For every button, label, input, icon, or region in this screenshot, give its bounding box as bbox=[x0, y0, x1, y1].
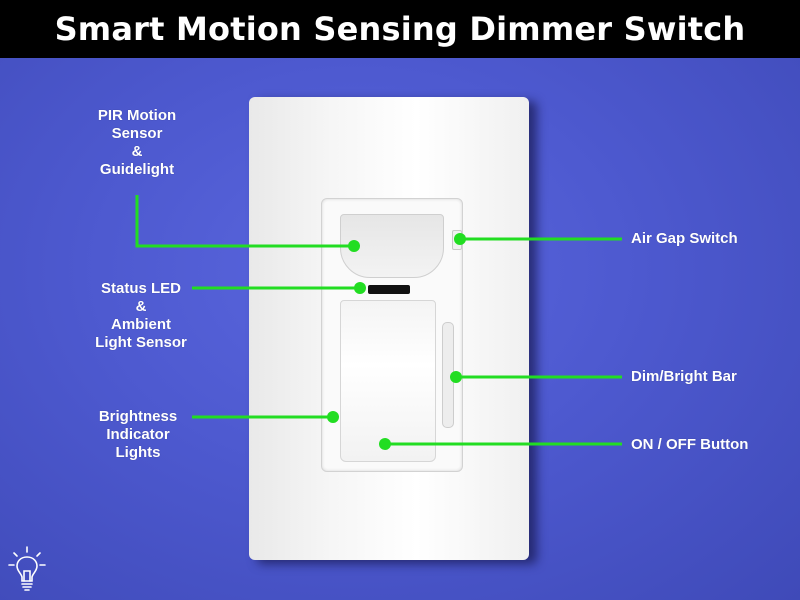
dot-status-led bbox=[354, 282, 366, 294]
status-led-slot bbox=[368, 285, 410, 294]
label-brightness-line3: Lights bbox=[115, 444, 161, 461]
label-status-line4: Light Sensor bbox=[95, 334, 187, 351]
label-brightness-line1: Brightness bbox=[98, 408, 178, 425]
label-dim-bar: Dim/Bright Bar bbox=[631, 368, 737, 385]
label-status-line3: Ambient bbox=[111, 316, 171, 333]
label-pir: PIR Motion Sensor & Guidelight bbox=[82, 107, 192, 179]
label-air-gap: Air Gap Switch bbox=[631, 230, 738, 247]
dot-on-off bbox=[379, 438, 391, 450]
label-status-line2: & bbox=[135, 298, 147, 315]
label-brightness: Brightness Indicator Lights bbox=[83, 408, 193, 462]
dot-dim-bar bbox=[450, 371, 462, 383]
label-pir-line3: & bbox=[131, 143, 143, 160]
dot-brightness bbox=[327, 411, 339, 423]
label-status-line1: Status LED bbox=[100, 280, 181, 297]
on-off-rocker bbox=[340, 300, 436, 462]
label-on-off: ON / OFF Button bbox=[631, 436, 749, 453]
label-status-led: Status LED & Ambient Light Sensor bbox=[86, 280, 196, 352]
label-pir-line2: Sensor bbox=[111, 125, 163, 142]
dot-air-gap bbox=[454, 233, 466, 245]
label-brightness-line2: Indicator bbox=[106, 426, 170, 443]
label-pir-line1: PIR Motion bbox=[97, 107, 177, 124]
dot-pir bbox=[348, 240, 360, 252]
lightbulb-icon bbox=[8, 546, 46, 591]
leader-pir bbox=[135, 195, 354, 248]
page-title: Smart Motion Sensing Dimmer Switch bbox=[0, 0, 800, 58]
label-pir-line4: Guidelight bbox=[99, 161, 175, 178]
